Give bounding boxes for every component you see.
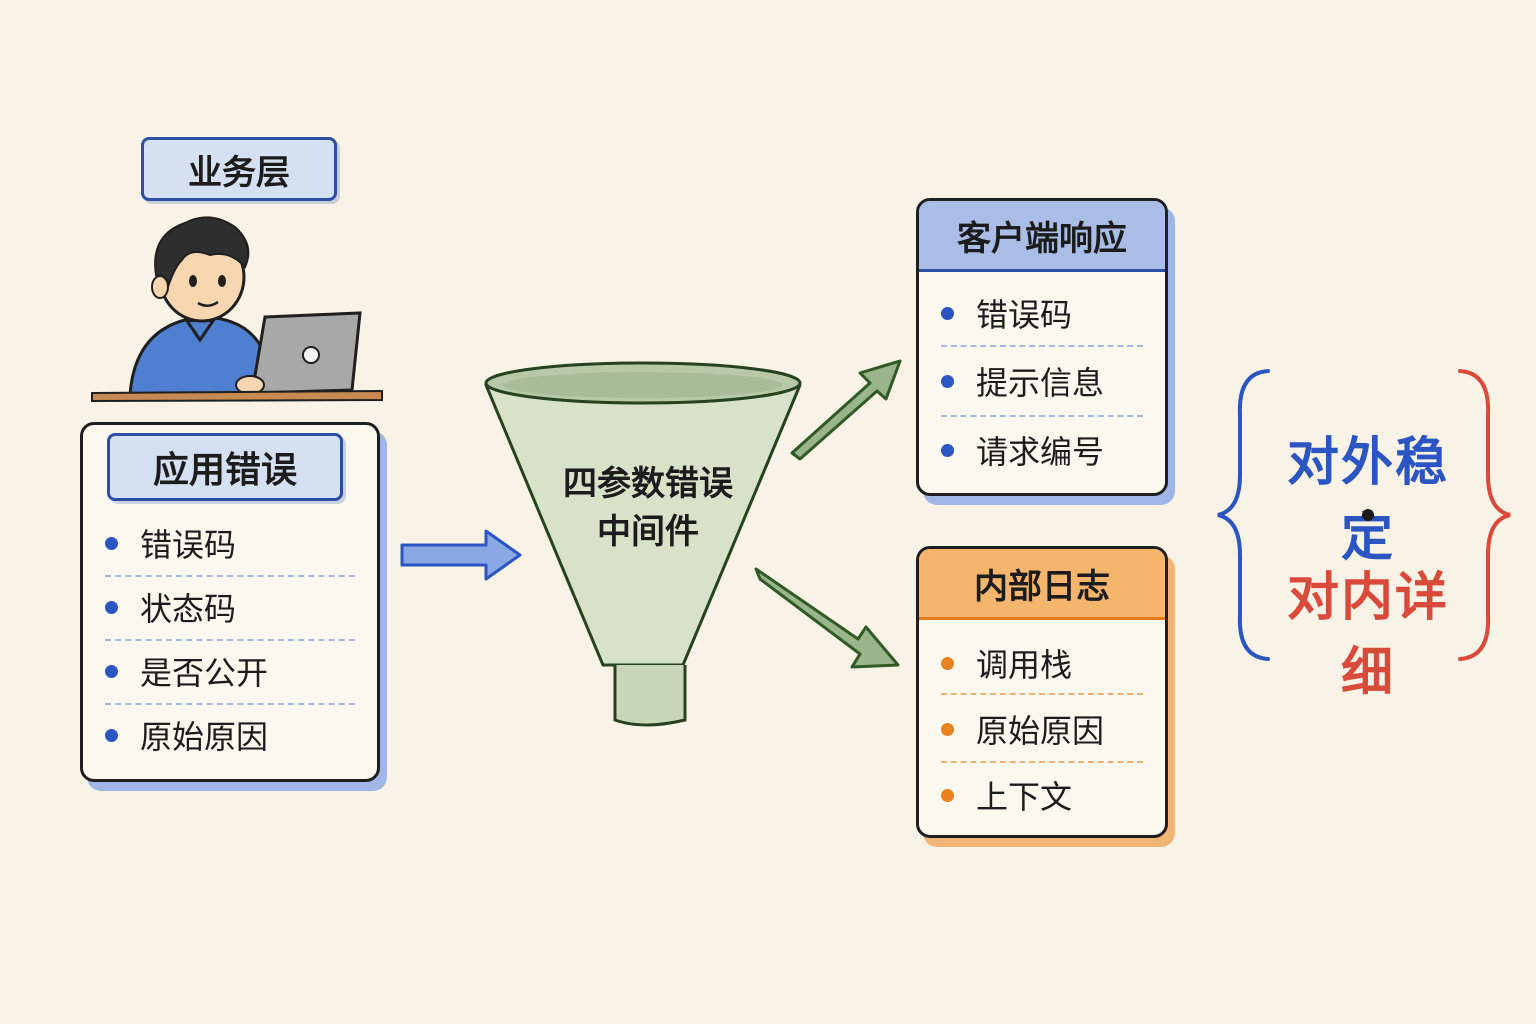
internal-log-item-label: 调用栈: [976, 646, 1073, 684]
bullet-icon: [105, 664, 118, 678]
divider: [105, 575, 355, 577]
desk: [91, 389, 383, 403]
developer-illustration: [91, 216, 383, 403]
client-response-item-label: 错误码: [976, 296, 1073, 334]
bullet-icon: [105, 600, 118, 614]
client-response-item: 请求编号: [919, 430, 1165, 471]
left-brace-icon: [1217, 369, 1270, 661]
internal-log-header: 内部日志: [919, 549, 1165, 620]
internal-log-item-label: 上下文: [976, 778, 1073, 816]
bullet-icon: [941, 656, 954, 670]
bullet-icon: [941, 374, 954, 388]
app-error-item: 状态码: [83, 587, 377, 628]
arrow-to-log-icon: [754, 567, 900, 669]
business-layer-label: 业务层: [188, 152, 290, 193]
app-error-title-tag: 应用错误: [107, 433, 343, 501]
client-response-card: 客户端响应 错误码 提示信息 请求编号: [916, 198, 1168, 496]
divider: [105, 639, 355, 641]
app-error-item-label: 状态码: [140, 590, 237, 628]
divider: [105, 703, 355, 705]
internal-log-item: 上下文: [919, 775, 1165, 816]
divider: [941, 761, 1143, 763]
internal-log-card: 内部日志 调用栈 原始原因 上下文: [916, 546, 1168, 838]
internal-log-item: 调用栈: [919, 643, 1165, 684]
app-error-card: 应用错误 错误码 状态码 是否公开 原始原因: [80, 422, 380, 782]
client-response-item: 错误码: [919, 293, 1165, 334]
divider: [941, 693, 1143, 695]
client-response-item-label: 提示信息: [976, 364, 1105, 402]
internal-log-item-label: 原始原因: [976, 712, 1105, 750]
bullet-icon: [105, 536, 118, 550]
app-error-item: 错误码: [83, 523, 377, 564]
divider: [941, 415, 1143, 417]
funnel-label-line2: 中间件: [597, 512, 699, 552]
funnel-label: 四参数错误 中间件: [548, 460, 748, 556]
bullet-icon: [941, 722, 954, 736]
app-error-item: 是否公开: [83, 651, 377, 692]
bullet-icon: [941, 788, 954, 802]
bullet-icon: [941, 306, 954, 320]
app-error-item-label: 原始原因: [140, 718, 269, 756]
developer-hair: [154, 216, 250, 296]
blue-arrow-icon: [400, 529, 522, 581]
app-error-item: 原始原因: [83, 715, 377, 756]
outer-stable-label: 对外稳定: [1286, 433, 1449, 568]
funnel-icon: [484, 361, 802, 727]
separator-dot: [1362, 509, 1374, 521]
funnel-label-line1: 四参数错误: [563, 464, 733, 504]
bullet-icon: [941, 443, 954, 457]
divider: [941, 345, 1143, 347]
client-response-item: 提示信息: [919, 361, 1165, 402]
app-error-title: 应用错误: [152, 450, 297, 491]
inner-detail-text: 对内详细: [1268, 555, 1468, 705]
client-response-item-label: 请求编号: [976, 433, 1105, 471]
right-brace-icon: [1458, 369, 1511, 661]
client-response-title: 客户端响应: [957, 218, 1127, 259]
business-layer-tag: 业务层: [141, 137, 337, 201]
internal-log-title: 内部日志: [974, 566, 1110, 607]
bullet-icon: [105, 728, 118, 742]
app-error-item-label: 错误码: [140, 526, 237, 564]
internal-log-item: 原始原因: [919, 709, 1165, 750]
client-response-header: 客户端响应: [919, 201, 1165, 272]
inner-detail-label: 对内详细: [1286, 568, 1449, 703]
app-error-item-label: 是否公开: [140, 654, 269, 692]
arrow-to-client-icon: [790, 359, 902, 461]
outer-stable-text: 对外稳定: [1268, 420, 1468, 570]
